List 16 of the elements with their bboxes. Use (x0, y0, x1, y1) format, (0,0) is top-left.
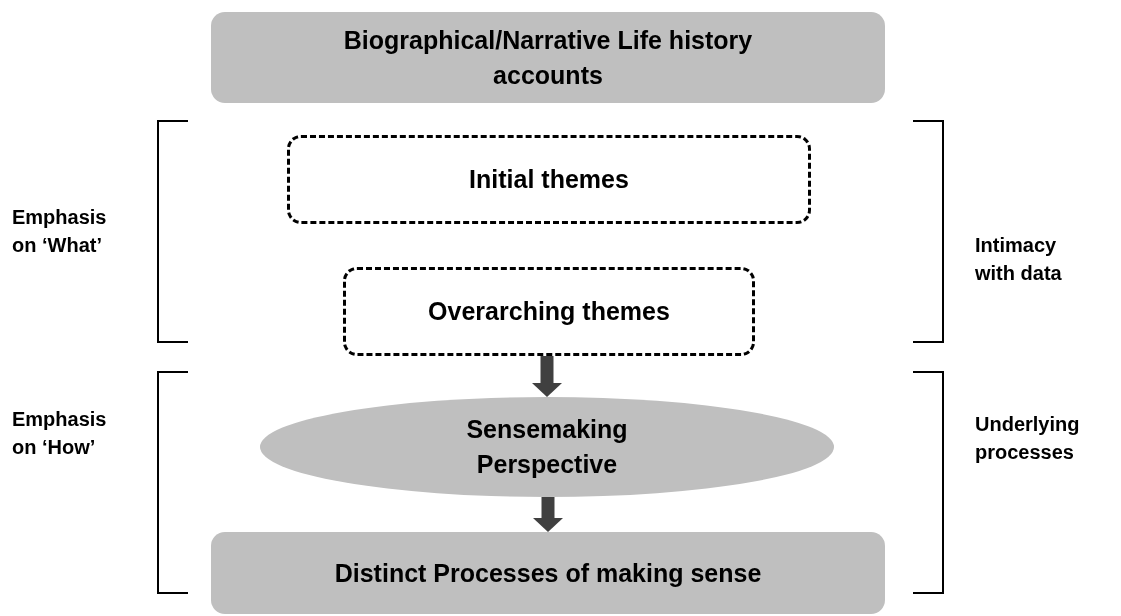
theme-box (287, 135, 811, 224)
arrow (533, 497, 563, 532)
node-text: Overarching themes (428, 296, 670, 327)
side-label: Emphasis on ‘What’ (12, 205, 108, 258)
side-label: Intimacy with data (975, 233, 1063, 286)
process-box (211, 532, 885, 614)
arrow (532, 356, 562, 397)
node-text: Biographical/Narrative Life history accounts (342, 24, 754, 91)
node-text: Distinct Processes of making sense (334, 557, 762, 589)
theme-box (343, 267, 755, 356)
side-label: Underlying processes (975, 412, 1081, 465)
side-label: Emphasis on ‘How’ (12, 407, 108, 460)
perspective-ellipse (260, 397, 834, 497)
node-text: Initial themes (469, 164, 629, 195)
node-text: Sensemaking Perspective (465, 414, 629, 480)
process-box (211, 12, 885, 103)
